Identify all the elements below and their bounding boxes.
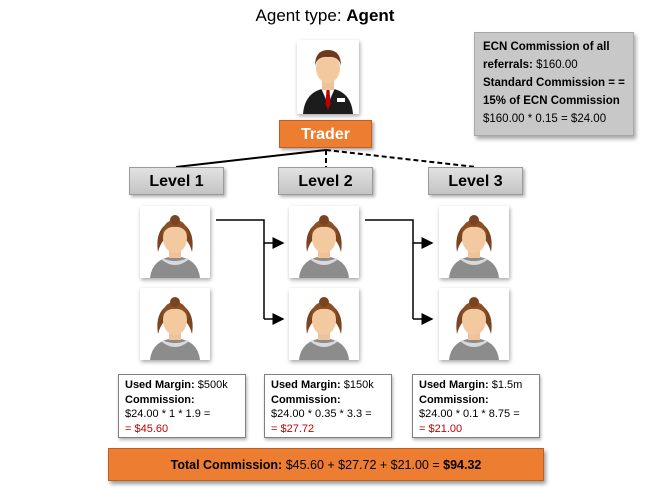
female-user-icon	[439, 206, 509, 278]
ecn-label: ECN Commission of all referrals:	[483, 41, 610, 71]
title-agent-type: Agent	[346, 6, 395, 25]
trader-label: Trader	[279, 120, 372, 148]
female-user-icon	[140, 288, 210, 360]
ecn-info-box: ECN Commission of all referrals: $160.00…	[474, 32, 634, 136]
used-margin-value: $1.5m	[488, 379, 523, 391]
level-1-label: Level 1	[129, 167, 224, 195]
female-user-icon	[439, 288, 509, 360]
female-user-icon	[140, 206, 210, 278]
standard-commission-label: Standard Commission = = 15% of ECN Commi…	[483, 77, 625, 107]
used-margin-value: $500k	[194, 379, 228, 391]
commission-formula: $24.00 * 1 * 1.9 =	[125, 408, 211, 420]
total-label: Total Commission:	[170, 458, 283, 472]
total-value: $94.32	[443, 458, 482, 472]
level-2-commission-box: Used Margin: $150k Commission: $24.00 * …	[264, 374, 392, 438]
used-margin-label: Used Margin:	[419, 379, 489, 391]
commission-formula: $24.00 * 0.1 * 8.75 =	[419, 408, 520, 420]
commission-result: = $45.60	[125, 422, 169, 435]
used-margin-label: Used Margin:	[271, 379, 341, 391]
page-title: Agent type: Agent	[0, 6, 650, 26]
female-user-icon	[289, 206, 359, 278]
commission-result: = $21.00	[419, 422, 463, 435]
businessman-icon	[297, 40, 359, 114]
female-user-icon	[289, 288, 359, 360]
commission-label: Commission:	[125, 393, 195, 406]
total-sum: $45.60 + $27.72 + $21.00 =	[282, 458, 444, 472]
standard-commission-formula: $160.00 * 0.15 = $24.00	[483, 113, 607, 125]
level-1-commission-box: Used Margin: $500k Commission: $24.00 * …	[118, 374, 246, 438]
level-3-commission-box: Used Margin: $1.5m Commission: $24.00 * …	[412, 374, 540, 438]
used-margin-label: Used Margin:	[125, 379, 195, 391]
ecn-value: $160.00	[532, 59, 578, 71]
commission-label: Commission:	[271, 393, 341, 406]
level-2-label: Level 2	[278, 167, 373, 195]
level-3-label: Level 3	[428, 167, 523, 195]
commission-label: Commission:	[419, 393, 489, 406]
commission-result: = $27.72	[271, 422, 315, 435]
title-prefix: Agent type:	[255, 6, 347, 25]
used-margin-value: $150k	[340, 379, 374, 391]
total-commission-bar: Total Commission: $45.60 + $27.72 + $21.…	[108, 448, 544, 481]
commission-formula: $24.00 * 0.35 * 3.3 =	[271, 408, 372, 420]
